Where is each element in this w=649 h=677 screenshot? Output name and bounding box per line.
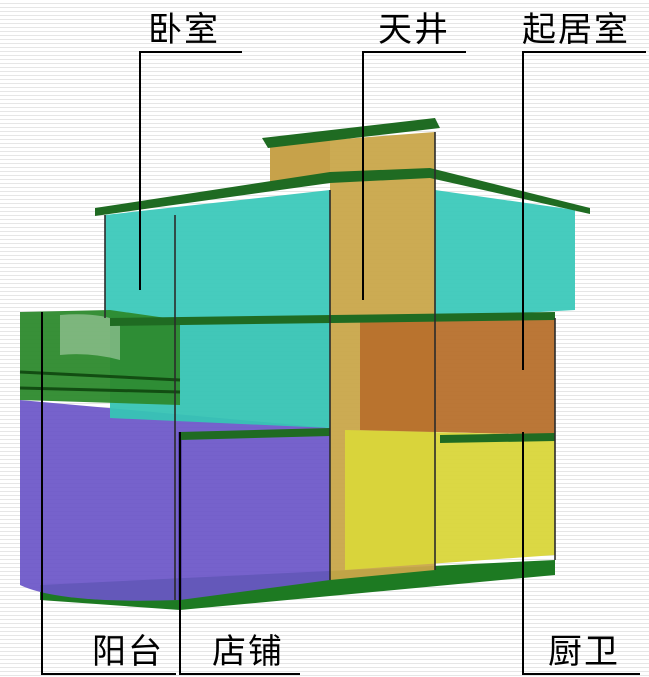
wall-lines (104, 132, 556, 600)
bedroom-volume (105, 190, 330, 320)
label-shop: 店铺 (212, 632, 284, 672)
roof-top (262, 118, 440, 148)
kitchen-bath-volume (345, 430, 555, 570)
label-atrium: 天井 (378, 10, 450, 50)
balcony-volume (20, 310, 180, 405)
house-model (19, 118, 590, 610)
living-room-leader (522, 51, 646, 370)
shop-leader (179, 432, 300, 675)
atrium-leader (362, 51, 466, 300)
atrium-chimney (270, 135, 330, 185)
bedroom-leader (139, 51, 242, 290)
label-living-room: 起居室 (522, 10, 630, 50)
balcony-curve (60, 314, 120, 360)
roof (95, 168, 590, 216)
living-room-volume (360, 318, 555, 435)
floor-slab-1 (180, 428, 330, 440)
label-kitchen-bath: 厨卫 (548, 632, 620, 672)
kitchen-bath-leader (522, 432, 640, 675)
label-balcony: 阳台 (92, 632, 164, 672)
bedroom-right-volume (435, 190, 575, 318)
leader-lines (41, 51, 646, 675)
floor-slab-2 (110, 312, 555, 326)
balcony-leader (41, 312, 176, 675)
label-bedroom: 卧室 (148, 10, 220, 50)
balcony-rail (19, 370, 181, 394)
floor-slab-1-right (440, 433, 555, 443)
